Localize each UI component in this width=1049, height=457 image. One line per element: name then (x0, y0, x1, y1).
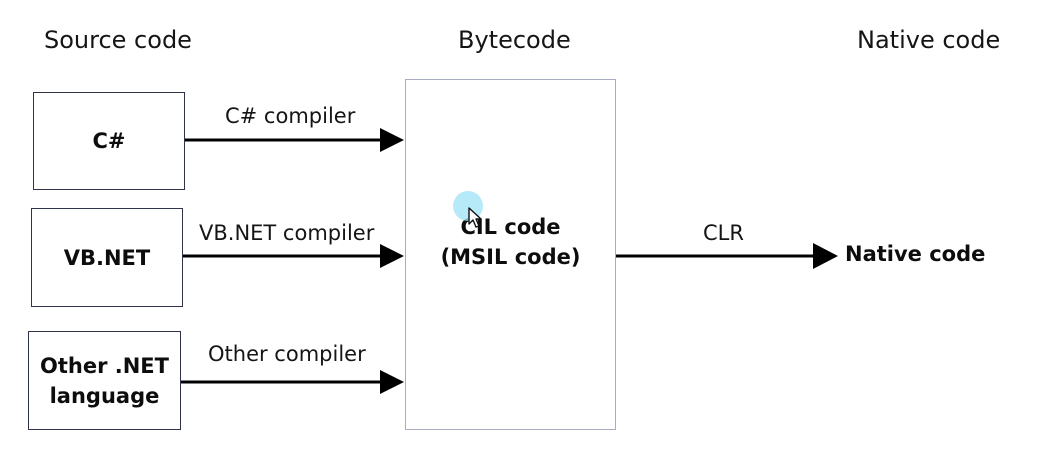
label-clr: CLR (703, 221, 744, 245)
bytecode-label-line2: (MSIL code) (440, 244, 581, 269)
source-box-csharp: C# (33, 92, 185, 190)
label-csharp-compiler: C# compiler (225, 104, 356, 128)
source-label-other-line1: Other .NET (40, 353, 169, 378)
native-code-target: Native code (845, 242, 986, 266)
source-label-vbnet: VB.NET (63, 245, 151, 270)
source-label-other-line2: language (49, 383, 160, 408)
arrow-vbnet-compiler (183, 244, 404, 268)
source-box-other-language: Other .NET language (28, 331, 181, 430)
arrow-clr (616, 243, 838, 269)
heading-source-code: Source code (44, 26, 192, 54)
arrow-other-compiler (181, 370, 404, 394)
heading-native-code: Native code (857, 26, 1001, 54)
label-vbnet-compiler: VB.NET compiler (199, 221, 375, 245)
source-box-vbnet: VB.NET (31, 208, 183, 307)
source-label-other-language: Other .NET language (40, 351, 169, 411)
arrow-csharp-compiler (185, 128, 404, 152)
source-label-csharp: C# (92, 129, 126, 153)
heading-bytecode: Bytecode (458, 26, 571, 54)
label-other-compiler: Other compiler (208, 342, 366, 366)
